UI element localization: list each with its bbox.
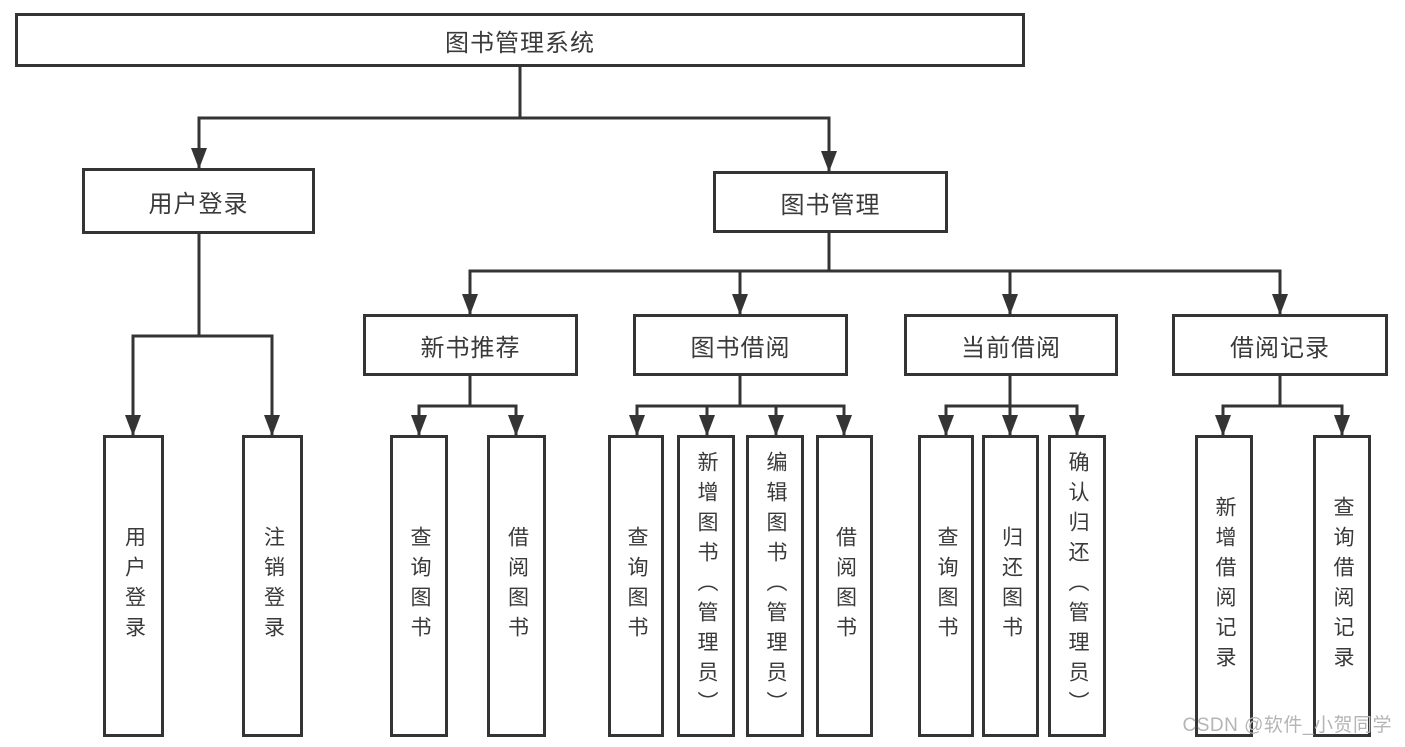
node-root: 图书管理系统 (15, 13, 1025, 67)
leaf-borrow-books-recommend: 借阅图书 (487, 435, 546, 737)
leaf-label: 确认归还（管理员） (1066, 451, 1089, 721)
leaf-label: 查询图书 (935, 526, 958, 646)
leaf-confirm-return-admin: 确认归还（管理员） (1048, 435, 1106, 737)
node-current-borrow: 当前借阅 (904, 314, 1118, 376)
leaf-label: 新增图书（管理员） (695, 451, 718, 721)
leaf-label: 归还图书 (999, 526, 1023, 646)
leaf-label: 查询图书 (625, 526, 648, 646)
leaf-label: 借阅图书 (833, 526, 857, 646)
leaf-borrow-books: 借阅图书 (816, 435, 873, 737)
leaf-return-books: 归还图书 (982, 435, 1039, 737)
leaf-label: 查询借阅记录 (1331, 496, 1354, 676)
leaf-logout: 注销登录 (242, 435, 303, 737)
node-book-management: 图书管理 (713, 171, 948, 233)
node-borrow-records: 借阅记录 (1172, 314, 1388, 376)
node-user-login: 用户登录 (82, 168, 315, 234)
leaf-label: 用户登录 (122, 526, 146, 646)
node-book-borrow: 图书借阅 (633, 314, 848, 376)
leaf-query-books-current: 查询图书 (918, 435, 974, 737)
leaf-label: 编辑图书（管理员） (764, 451, 787, 721)
leaf-add-borrow-record: 新增借阅记录 (1195, 435, 1253, 737)
leaf-query-borrow-record: 查询借阅记录 (1313, 435, 1371, 737)
leaf-query-books-borrow: 查询图书 (608, 435, 664, 737)
leaf-label: 查询图书 (408, 526, 431, 646)
leaf-label: 注销登录 (261, 526, 285, 646)
leaf-label: 借阅图书 (505, 526, 529, 646)
leaf-user-login: 用户登录 (103, 435, 164, 737)
arrowheads (125, 148, 1350, 436)
leaf-label: 新增借阅记录 (1213, 496, 1236, 676)
leaf-edit-books-admin: 编辑图书（管理员） (746, 435, 804, 737)
leaf-query-books-recommend: 查询图书 (390, 435, 448, 737)
node-new-book-recommend: 新书推荐 (363, 314, 578, 376)
leaf-add-books-admin: 新增图书（管理员） (677, 435, 735, 737)
